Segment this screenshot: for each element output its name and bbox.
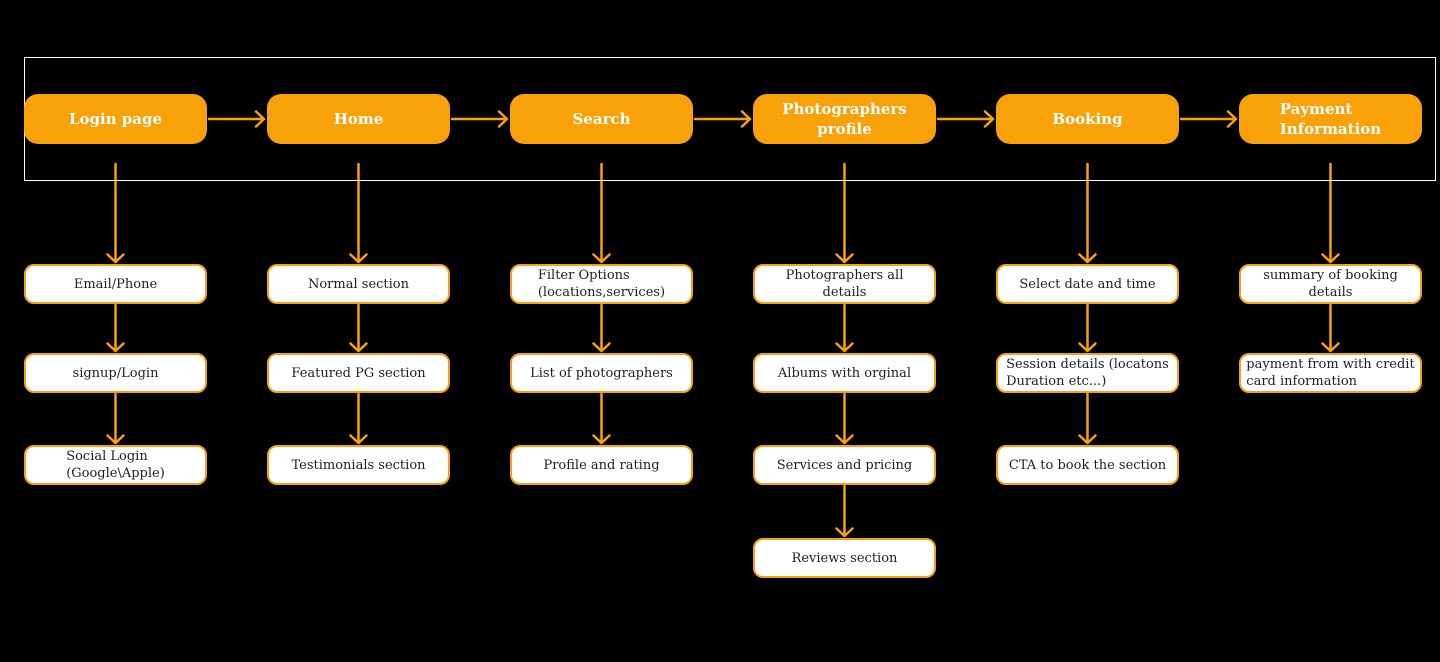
arrow-down [349, 392, 368, 445]
stage-label: Search [572, 110, 631, 128]
arrow-down [592, 303, 611, 353]
node-step-payment-credit-card[interactable]: payment from with credit card informatio… [1239, 353, 1422, 393]
step-label: Normal section [307, 276, 409, 292]
arrow-login-to-home [207, 110, 266, 128]
stage-row-frame [24, 57, 1436, 181]
step-label: Featured PG section [291, 365, 426, 381]
arrow-down [835, 303, 854, 353]
arrow-down [1321, 303, 1340, 353]
arrow-booking-to-payment [1179, 110, 1238, 128]
arrow-down [1078, 392, 1097, 445]
node-step-profile-and-rating[interactable]: Profile and rating [510, 445, 693, 485]
node-stage-login-page[interactable]: Login page [24, 94, 207, 144]
arrow-down [835, 392, 854, 445]
node-step-email-phone[interactable]: Email/Phone [24, 264, 207, 304]
node-step-featured-pg-section[interactable]: Featured PG section [267, 353, 450, 393]
arrow-down [349, 303, 368, 353]
step-label: Email/Phone [73, 276, 158, 292]
step-label: CTA to book the section [1008, 457, 1167, 473]
node-step-summary-booking-details[interactable]: summary of booking details [1239, 264, 1422, 304]
node-step-testimonials-section[interactable]: Testimonials section [267, 445, 450, 485]
node-step-session-details[interactable]: Session details (locatons Duration etc..… [996, 353, 1179, 393]
stage-label: Booking [1052, 110, 1123, 128]
step-label: Photographers all details [785, 268, 904, 300]
arrow-down [592, 392, 611, 445]
stage-label: Photographers profile [782, 100, 907, 138]
step-label: Services and pricing [776, 457, 913, 473]
node-step-albums-with-orginal[interactable]: Albums with orginal [753, 353, 936, 393]
step-label: List of photographers [530, 365, 673, 381]
arrow-search-to-profile [693, 110, 752, 128]
arrow-down [1078, 303, 1097, 353]
arrow-home-to-search [450, 110, 509, 128]
step-label: Filter Options (locations,services) [537, 268, 666, 300]
step-label: payment from with credit card informatio… [1246, 357, 1415, 389]
arrow-down [106, 392, 125, 445]
arrow-down [106, 303, 125, 353]
node-stage-photographers-profile[interactable]: Photographers profile [753, 94, 936, 144]
node-stage-payment-information[interactable]: Payment Information [1239, 94, 1422, 144]
node-step-cta-book-section[interactable]: CTA to book the section [996, 445, 1179, 485]
stage-label: Payment Information [1279, 100, 1382, 138]
step-label: Albums with orginal [777, 365, 912, 381]
step-label: Session details (locatons Duration etc..… [1006, 357, 1169, 389]
arrow-profile-to-booking [936, 110, 995, 128]
node-step-normal-section[interactable]: Normal section [267, 264, 450, 304]
step-label: Select date and time [1019, 276, 1156, 292]
node-step-filter-options[interactable]: Filter Options (locations,services) [510, 264, 693, 304]
stage-label: Home [333, 110, 384, 128]
step-label: Testimonials section [291, 457, 426, 473]
step-label: signup/Login [72, 365, 159, 381]
step-label: Profile and rating [543, 457, 660, 473]
step-label: Social Login (Google\Apple) [66, 449, 165, 481]
node-step-photographers-all-details[interactable]: Photographers all details [753, 264, 936, 304]
step-label: summary of booking details [1263, 268, 1398, 300]
stage-label: Login page [68, 110, 163, 128]
node-step-services-and-pricing[interactable]: Services and pricing [753, 445, 936, 485]
arrow-down [835, 484, 854, 538]
node-stage-booking[interactable]: Booking [996, 94, 1179, 144]
node-stage-search[interactable]: Search [510, 94, 693, 144]
node-step-list-of-photographers[interactable]: List of photographers [510, 353, 693, 393]
node-step-select-date-time[interactable]: Select date and time [996, 264, 1179, 304]
step-label: Reviews section [791, 550, 898, 566]
node-step-signup-login[interactable]: signup/Login [24, 353, 207, 393]
node-step-social-login[interactable]: Social Login (Google\Apple) [24, 445, 207, 485]
node-stage-home[interactable]: Home [267, 94, 450, 144]
node-step-reviews-section[interactable]: Reviews section [753, 538, 936, 578]
